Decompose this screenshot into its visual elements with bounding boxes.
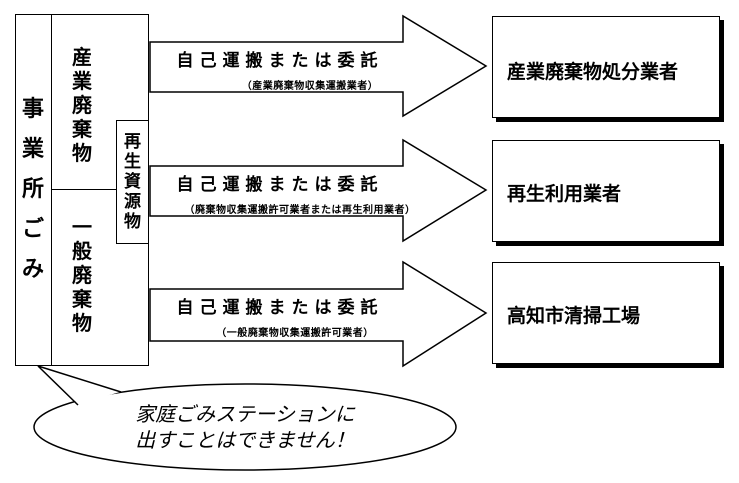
callout-text: 家庭ごみステーションに 出すことはできません！ <box>90 401 400 453</box>
flow-3-note: （一般廃棄物収集運搬許可業者） <box>216 328 374 339</box>
flow-3-labels: 自己運搬または委託 （一般廃棄物収集運搬許可業者） <box>150 293 410 339</box>
vertical-char: 廃 <box>72 93 92 117</box>
callout-ellipse <box>33 383 457 471</box>
recyclable-box <box>116 120 149 244</box>
vertical-char: 物 <box>72 141 92 165</box>
vertical-char: 業 <box>21 137 44 162</box>
office-waste-label: 事業所ごみ <box>16 40 50 340</box>
vertical-char: 所 <box>21 177 44 202</box>
recyclable-label: 再生資源物 <box>117 121 148 243</box>
flow-2-method: 自己運搬または委託 <box>176 175 384 195</box>
flow-1-method: 自己運搬または委託 <box>176 51 384 71</box>
flow-arrow-3 <box>149 260 488 368</box>
flow-1-labels: 自己運搬または委託 （産業廃棄物収集運搬業者） <box>150 46 410 92</box>
vertical-char: 資 <box>124 171 141 192</box>
flow-2-labels: 自己運搬または委託 （廃棄物収集運搬許可業者または再生利用業者） <box>150 170 450 216</box>
vertical-char: 物 <box>72 311 92 335</box>
vertical-char: 棄 <box>72 287 92 311</box>
flow-arrow-2 <box>149 138 488 243</box>
flow-2-note: （廃棄物収集運搬許可業者または再生利用業者） <box>184 205 416 216</box>
callout-line-1: 家庭ごみステーションに <box>135 402 355 426</box>
office-waste-divider <box>51 14 52 366</box>
destination-box-2: 再生利用業者 <box>492 140 720 242</box>
destination-3-label: 高知市清掃工場 <box>507 305 641 327</box>
vertical-char: 生 <box>124 151 141 172</box>
flow-arrow-1 <box>149 14 488 118</box>
destination-1-label: 産業廃棄物処分業者 <box>507 61 679 83</box>
destination-2-label: 再生利用業者 <box>507 183 622 205</box>
destination-box-1: 産業廃棄物処分業者 <box>492 16 720 118</box>
callout-line-2: 出すことはできません！ <box>135 428 355 452</box>
flow-1-note: （産業廃棄物収集運搬業者） <box>241 81 379 92</box>
vertical-char: 事 <box>21 97 44 122</box>
vertical-char: 廃 <box>72 263 92 287</box>
destination-box-3: 高知市清掃工場 <box>492 262 720 364</box>
vertical-char: み <box>21 257 44 282</box>
vertical-char: 業 <box>72 69 92 93</box>
callout-tail <box>38 366 120 404</box>
vertical-char: 源 <box>124 191 141 212</box>
vertical-char: 棄 <box>72 117 92 141</box>
vertical-char: 再 <box>124 131 141 152</box>
vertical-char: 一 <box>72 215 92 239</box>
vertical-char: ご <box>21 217 44 242</box>
vertical-char: 物 <box>124 211 141 232</box>
vertical-char: 般 <box>72 239 92 263</box>
general-waste-label: 一般廃棄物 <box>55 200 109 350</box>
flow-3-method: 自己運搬または委託 <box>176 298 384 318</box>
industrial-waste-label: 産業廃棄物 <box>55 30 109 180</box>
vertical-char: 産 <box>72 45 92 69</box>
callout-tail-outline <box>37 365 122 406</box>
waste-type-divider <box>51 189 121 190</box>
